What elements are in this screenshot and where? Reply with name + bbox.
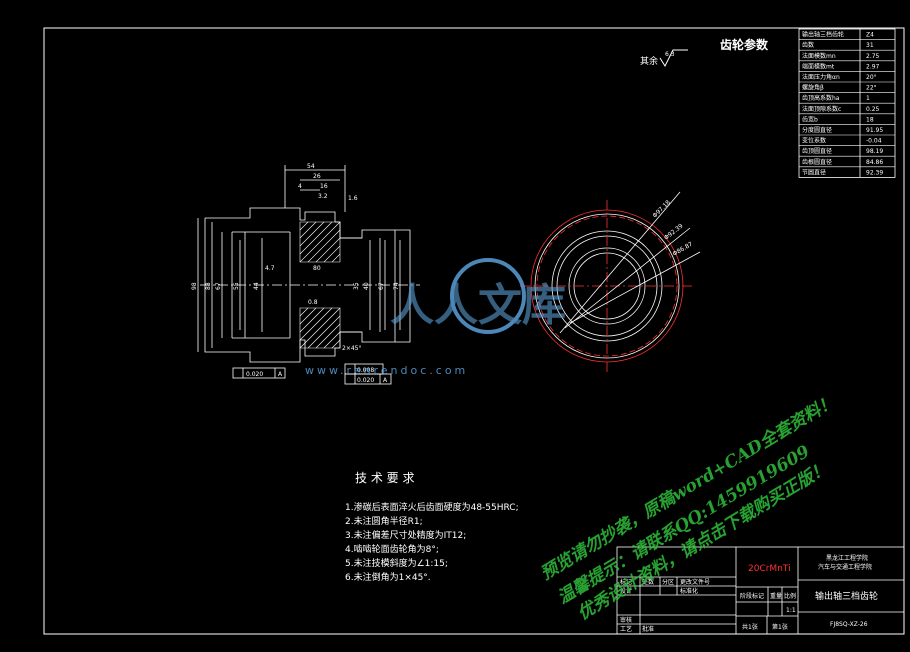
- param-name: 分度圆直径: [802, 126, 832, 134]
- tol-datum-1: A: [278, 371, 283, 378]
- school-line-2: 汽车与交通工程学院: [818, 563, 872, 571]
- dim-phi-root: Φ86.87: [672, 241, 695, 258]
- tech-item-5: 5.未注技模斜度为∠1:15;: [345, 557, 448, 569]
- label-stage: 阶段标记: [740, 592, 764, 600]
- left-dim-4: 44: [253, 282, 260, 290]
- gear-parameter-table: 输出轴三档齿轮 Z4 齿数 31 法面模数mn 2.75 端面模数mt 2.97 法面压力角αn…: [798, 28, 896, 178]
- dim-4: 4: [298, 183, 302, 190]
- param-value: 2.75: [866, 53, 880, 60]
- dim-16: 16: [320, 183, 328, 190]
- param-value: 92.39: [866, 169, 883, 176]
- right-dim-2: 67: [378, 282, 385, 290]
- row-qty: 处数: [642, 578, 654, 586]
- scale-value: 1:1: [786, 607, 796, 614]
- title-block-texts: 20CrMnTi 黑龙江工程学院 汽车与交通工程学院 输出轴三档齿轮 FJ8SQ…: [620, 554, 878, 633]
- material-label: 20CrMnTi: [748, 564, 791, 574]
- param-value: 84.86: [866, 159, 883, 166]
- section-dimension-texts: 54 26 4 16 3.2 1.6 0.8 4.7 80 2×45° 0.02…: [191, 163, 400, 384]
- tech-requirements-title: 技 术 要 求: [355, 471, 414, 485]
- tol-frame-3: 0.020: [357, 377, 374, 384]
- tech-item-3: 3.未注偏差尺寸处精度为IT12;: [345, 529, 466, 541]
- left-dim-3: 55: [233, 282, 240, 290]
- right-dim-0: 35: [353, 282, 360, 290]
- param-value: 1: [866, 95, 870, 102]
- param-name: 齿顶高系数ha: [802, 94, 840, 102]
- dim-1-6: 1.6: [348, 195, 358, 202]
- right-dim-1: 40: [363, 282, 370, 290]
- param-value: 2.97: [866, 63, 880, 70]
- param-value: 98.19: [866, 148, 883, 155]
- watermark-logo: 人人文库: [390, 280, 566, 331]
- tech-item-2: 2.未注圆角半径R1;: [345, 515, 423, 527]
- param-name: 齿数: [802, 41, 814, 49]
- dim-26: 26: [313, 173, 321, 180]
- dim-54: 54: [307, 163, 315, 170]
- left-dim-1: 88: [205, 282, 212, 290]
- param-name: 端面模数mt: [802, 62, 835, 70]
- row-approve: 批准: [642, 625, 654, 633]
- row-process: 工艺: [620, 625, 632, 633]
- tol-datum-3: A: [383, 377, 388, 384]
- gear-params-title: 齿轮参数: [720, 37, 769, 52]
- sheet-total: 共1张: [742, 623, 758, 631]
- row-check: 审核: [620, 616, 632, 624]
- row-mark: 标记: [620, 578, 632, 586]
- dim-0-8: 0.8: [308, 299, 318, 306]
- roughness-value: 6.3: [665, 51, 675, 58]
- roughness-label: 其余: [640, 55, 658, 67]
- param-value: 91.95: [866, 127, 883, 134]
- param-value: 0.25: [866, 106, 880, 113]
- dim-3-2: 3.2: [318, 193, 328, 200]
- param-name: 螺旋角β: [802, 84, 824, 92]
- dim-80: 80: [313, 265, 321, 272]
- dim-phi-tip: Φ97.18: [651, 199, 672, 220]
- param-name: 法面顶隙系数c: [802, 105, 841, 113]
- tol-frame-2: 0.008: [357, 367, 374, 374]
- row-doc: 更改文件号: [680, 578, 710, 586]
- roughness-symbol: [659, 49, 688, 68]
- param-value: 18: [866, 116, 874, 123]
- gear-end-view: [520, 191, 701, 372]
- param-name: 节圆直径: [802, 168, 826, 176]
- param-name: 齿宽b: [802, 115, 818, 123]
- left-dim-2: 67: [215, 282, 222, 290]
- right-dim-3: 74: [393, 282, 400, 290]
- title-block: [616, 546, 905, 635]
- tech-item-1: 1.渗碳后表面淬火后齿面硬度为48-55HRC;: [345, 501, 519, 513]
- row-zone: 分区: [662, 578, 674, 586]
- param-value: -0.04: [866, 138, 882, 145]
- label-scale: 比例: [784, 592, 796, 600]
- dim-phi-pitch: Φ92.39: [663, 222, 685, 241]
- param-value: 20°: [866, 74, 877, 81]
- drawing-number: FJ8SQ-XZ-26: [830, 621, 868, 628]
- sheet-number: 第1张: [772, 623, 788, 631]
- param-value: 31: [866, 42, 874, 49]
- watermark-url: www.renrendoc.com: [305, 364, 468, 377]
- param-name: 变位系数: [802, 137, 826, 145]
- dim-4-7: 4.7: [265, 265, 275, 272]
- drawing-border: [43, 27, 905, 635]
- row-design: 设计: [620, 587, 632, 595]
- param-name: 齿根圆直径: [802, 158, 832, 166]
- param-name: 法面模数mn: [802, 52, 836, 60]
- tech-requirements-list: 1.渗碳后表面淬火后齿面硬度为48-55HRC; 2.未注圆角半径R1; 3.未…: [345, 501, 519, 583]
- tech-item-4: 4.啮啮轮面齿轮角为8°;: [345, 543, 439, 555]
- label-weight: 重量: [770, 592, 782, 600]
- gear-section-view: [197, 165, 420, 385]
- part-name: 输出轴三档齿轮: [815, 590, 878, 602]
- row-standard: 标准化: [680, 587, 698, 595]
- tech-item-6: 6.未注倒角为1×45°.: [345, 571, 431, 583]
- watermark-logo-icon: [450, 258, 526, 334]
- tol-frame-1: 0.020: [246, 371, 263, 378]
- param-name: 法面压力角αn: [802, 73, 840, 81]
- left-dim-0: 98: [191, 282, 198, 290]
- param-value: 22°: [866, 85, 877, 92]
- school-line-1: 黑龙江工程学院: [826, 554, 868, 562]
- param-value: Z4: [866, 32, 874, 39]
- param-name: 输出轴三档齿轮: [802, 31, 844, 39]
- dim-chamfer: 2×45°: [342, 345, 361, 352]
- param-name: 齿顶圆直径: [802, 147, 832, 155]
